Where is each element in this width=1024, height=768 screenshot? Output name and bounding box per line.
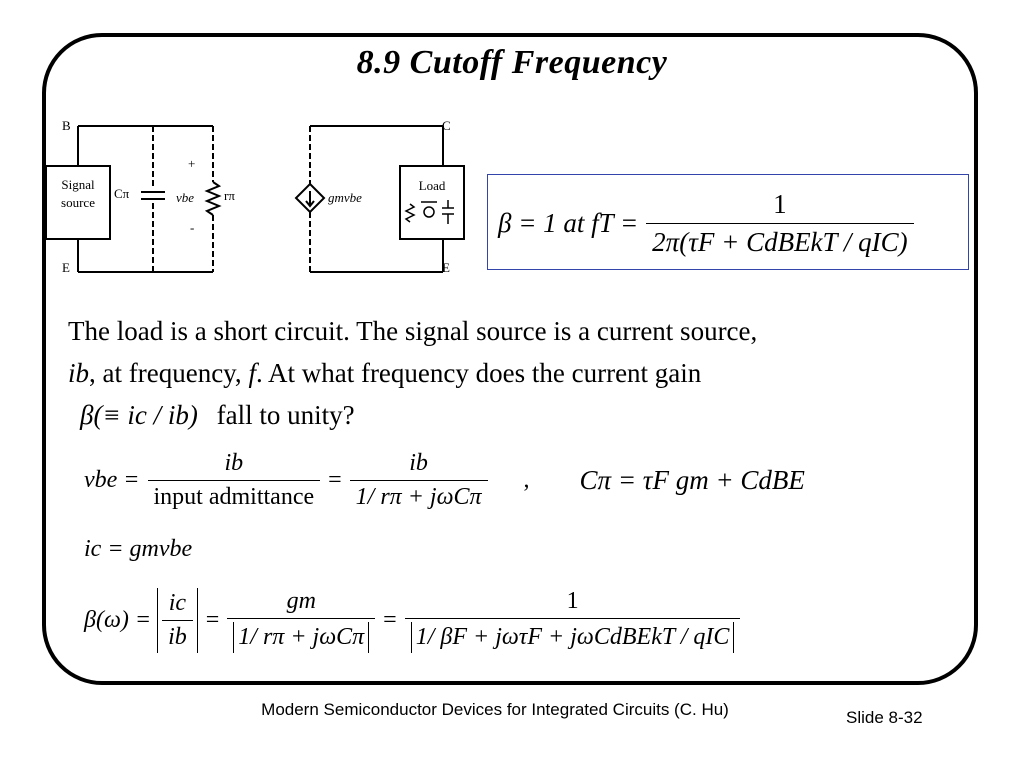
r-pi-label: rπ <box>224 188 235 203</box>
boxed-formula-lhs: β = 1 at fT = <box>498 207 639 238</box>
problem-line-2: ib, at frequency, f. At what frequency d… <box>68 358 702 388</box>
cutoff-frequency-formula-box: β = 1 at fT = 1 2π(τF + CdBEkT / qIC) <box>487 174 969 270</box>
problem-line-3: β(≡ ic / ib) fall to unity? <box>80 400 355 430</box>
slide-number: Slide 8-32 <box>846 708 923 727</box>
footer-text: Modern Semiconductor Devices for Integra… <box>261 700 729 719</box>
boxed-formula-numerator: 1 <box>773 188 787 219</box>
minus-sign: - <box>190 220 194 235</box>
gm-vbe-label: gmvbe <box>328 190 362 205</box>
equation-beta-omega: β(ω) = ic ib = gm 1/ rπ + jωCπ = 1 1/ βF… <box>84 588 741 653</box>
problem-statement: The load is a short circuit. The signal … <box>68 310 968 436</box>
node-e-left-label: E <box>62 260 70 275</box>
node-c-label: C <box>442 118 451 133</box>
equation-vbe: vbe = ib input admittance = ib 1/ rπ + j… <box>84 450 805 510</box>
small-signal-circuit-diagram: B C E E Signal source Cπ + - vbe rπ gmvb… <box>45 118 465 275</box>
v-be-label: vbe <box>176 190 194 205</box>
node-b-label: B <box>62 118 71 133</box>
node-e-right-label: E <box>442 260 450 275</box>
plus-sign: + <box>188 156 195 171</box>
c-pi-label: Cπ <box>114 186 130 201</box>
equation-ic: ic = gmvbe <box>84 536 193 562</box>
signal-source-label-2: source <box>61 195 95 210</box>
signal-source-label-1: Signal <box>61 177 95 192</box>
slide-title: 8.9 Cutoff Frequency <box>356 44 668 81</box>
boxed-formula-denominator: 2π(τF + CdBEkT / qIC) <box>646 222 914 258</box>
load-label: Load <box>419 178 446 193</box>
problem-line-1: The load is a short circuit. The signal … <box>68 316 758 346</box>
slide-frame <box>42 33 978 685</box>
